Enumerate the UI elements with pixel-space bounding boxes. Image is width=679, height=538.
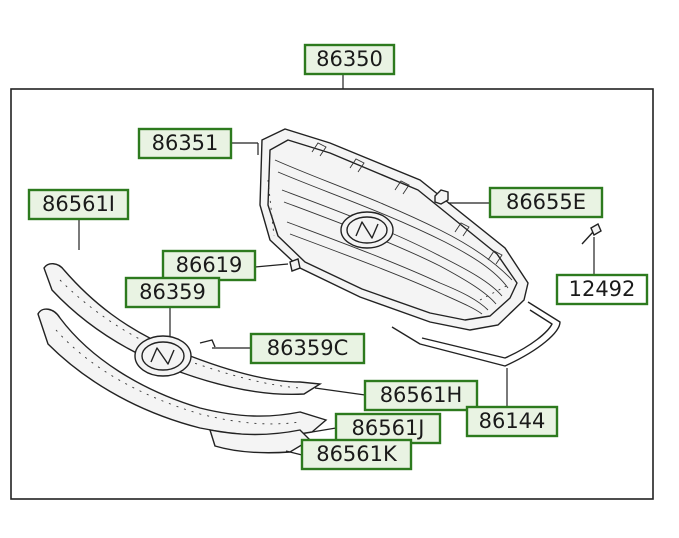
label-86561K: 86561K	[316, 442, 398, 466]
label-86561H: 86561H	[380, 383, 463, 407]
label-86350: 86350	[316, 47, 383, 71]
callout-86359: 86359	[124, 276, 221, 309]
label-86144: 86144	[479, 409, 546, 433]
small-parts	[199, 189, 602, 367]
callout-86561K: 86561K	[300, 438, 413, 471]
callout-86561H: 86561H	[363, 379, 479, 412]
callout-86655E: 86655E	[488, 186, 604, 219]
label-86359C: 86359C	[267, 336, 348, 360]
callout-86561J: 86561J	[334, 412, 442, 445]
label-86359: 86359	[139, 280, 206, 304]
lower-garnish-parts	[37, 263, 328, 454]
assembly-frame	[10, 88, 654, 500]
label-86561J: 86561J	[352, 416, 425, 440]
callout-86619: 86619	[161, 249, 257, 282]
callout-86351: 86351	[137, 127, 233, 160]
radiator-grille-part	[259, 128, 529, 331]
callout-86359C: 86359C	[249, 332, 366, 365]
label-12492: 12492	[569, 277, 636, 301]
callout-86350: 86350	[303, 43, 396, 76]
label-86561I: 86561I	[42, 192, 115, 216]
callout-86561I: 86561I	[27, 188, 130, 221]
label-86655E: 86655E	[506, 190, 586, 214]
label-86619: 86619	[176, 253, 243, 277]
callout-86144: 86144	[465, 405, 559, 438]
leader-lines	[78, 74, 595, 456]
label-86351: 86351	[152, 131, 219, 155]
callout-12492: 12492	[555, 273, 649, 306]
